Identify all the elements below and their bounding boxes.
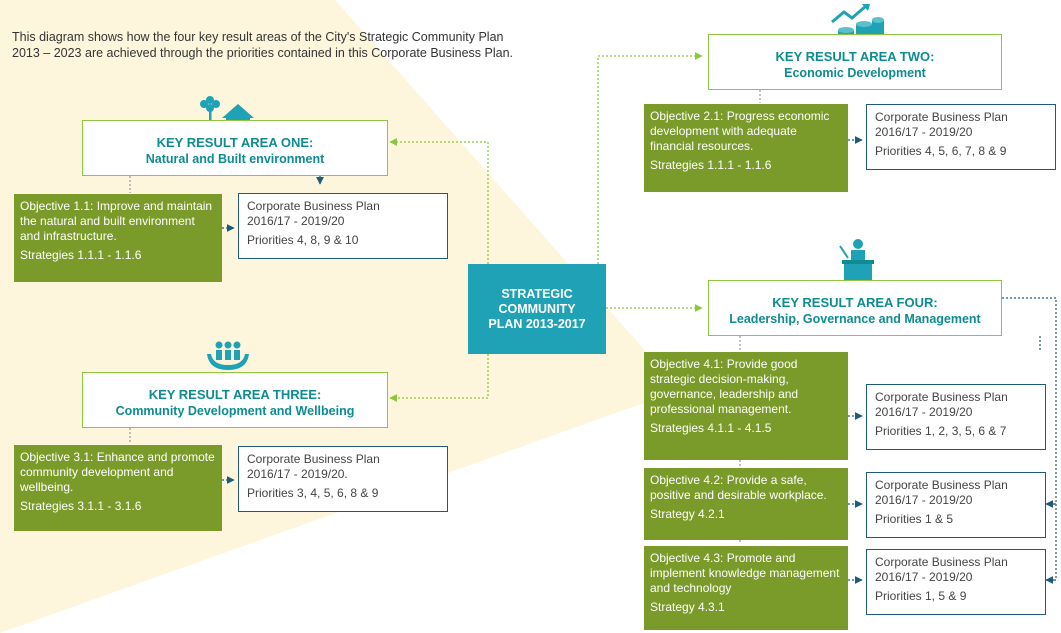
objective-text: Objective 4.2: Provide a safe, positive … — [650, 473, 827, 502]
objective-strategies: Strategies 4.1.1 - 4.1.5 — [650, 421, 772, 435]
connector-kra4-right — [1002, 297, 1057, 580]
strategic-community-plan-box: STRATEGIC COMMUNITY PLAN 2013-2017 — [468, 264, 606, 354]
objective-strategies: Strategy 4.3.1 — [650, 600, 725, 614]
objective-strategies: Strategies 1.1.1 - 1.1.6 — [650, 158, 772, 172]
objective-strategies: Strategies 1.1.1 - 1.1.6 — [20, 248, 142, 262]
objective-text: Objective 2.1: Progress economic develop… — [650, 109, 830, 153]
cbp-years: 2016/17 - 2019/20 — [875, 570, 973, 584]
cbp-title: Corporate Business Plan — [875, 555, 1008, 569]
center-line2: COMMUNITY — [498, 301, 576, 316]
cbp-years: 2016/17 - 2019/20 — [875, 405, 973, 419]
cbp-years: 2016/17 - 2019/20 — [875, 493, 973, 507]
objective-strategies: Strategy 4.2.1 — [650, 507, 725, 521]
kra2-cbp: Corporate Business Plan 2016/17 - 2019/2… — [866, 104, 1056, 170]
people-in-hands-icon — [207, 341, 249, 370]
objective-text: Objective 1.1: Improve and maintain the … — [20, 199, 213, 243]
cbp-title: Corporate Business Plan — [875, 110, 1008, 124]
cbp-priorities: Priorities 1, 5 & 9 — [875, 589, 967, 603]
kra1-title: KEY RESULT AREA ONE: — [156, 135, 314, 150]
cbp-years: 2016/17 - 2019/20 — [875, 125, 973, 139]
kra4-objective-2: Objective 4.2: Provide a safe, positive … — [644, 468, 848, 540]
intro-text: This diagram shows how the four key resu… — [12, 30, 514, 60]
center-line3: PLAN 2013-2017 — [488, 316, 586, 331]
kra3-cbp: Corporate Business Plan 2016/17 - 2019/2… — [238, 446, 448, 512]
cbp-years: 2016/17 - 2019/20. — [247, 467, 348, 481]
cbp-title: Corporate Business Plan — [247, 199, 380, 213]
kra3-objective: Objective 3.1: Enhance and promote commu… — [14, 445, 222, 531]
cbp-title: Corporate Business Plan — [247, 452, 380, 466]
kra2-box: KEY RESULT AREA TWO: Economic Developmen… — [708, 34, 1002, 90]
cbp-priorities: Priorities 1, 2, 3, 5, 6 & 7 — [875, 424, 1007, 438]
kra2-subtitle: Economic Development — [784, 66, 926, 80]
cbp-title: Corporate Business Plan — [875, 390, 1008, 404]
objective-text: Objective 4.1: Provide good strategic de… — [650, 357, 799, 416]
kra4-title: KEY RESULT AREA FOUR: — [772, 295, 938, 310]
objective-text: Objective 3.1: Enhance and promote commu… — [20, 450, 215, 494]
kra4-subtitle: Leadership, Governance and Management — [729, 312, 981, 326]
cbp-priorities: Priorities 4, 8, 9 & 10 — [247, 233, 359, 247]
cbp-priorities: Priorities 3, 4, 5, 6, 8 & 9 — [247, 486, 379, 500]
kra1-objective: Objective 1.1: Improve and maintain the … — [14, 194, 222, 282]
objective-strategies: Strategies 3.1.1 - 3.1.6 — [20, 499, 142, 513]
kra3-box: KEY RESULT AREA THREE: Community Develop… — [82, 372, 388, 428]
kra1-box: KEY RESULT AREA ONE: Natural and Built e… — [82, 120, 388, 176]
kra2-title: KEY RESULT AREA TWO: — [775, 49, 935, 64]
kra4-box: KEY RESULT AREA FOUR: Leadership, Govern… — [708, 280, 1002, 336]
kra4-cbp-3: Corporate Business Plan 2016/17 - 2019/2… — [866, 549, 1046, 615]
kra3-subtitle: Community Development and Wellbeing — [115, 404, 355, 418]
cbp-priorities: Priorities 1 & 5 — [875, 512, 954, 526]
kra1-subtitle: Natural and Built environment — [145, 152, 325, 166]
cbp-priorities: Priorities 4, 5, 6, 7, 8 & 9 — [875, 144, 1007, 158]
kra4-objective-1: Objective 4.1: Provide good strategic de… — [644, 352, 848, 460]
kra4-objective-3: Objective 4.3: Promote and implement kno… — [644, 546, 848, 630]
speaker-podium-icon — [839, 239, 874, 282]
connector-center-kra3 — [389, 354, 489, 402]
kra3-title: KEY RESULT AREA THREE: — [148, 387, 322, 402]
connector-center-kra2 — [597, 52, 703, 264]
objective-text: Objective 4.3: Promote and implement kno… — [650, 551, 840, 595]
kra1-cbp: Corporate Business Plan 2016/17 - 2019/2… — [238, 193, 448, 259]
kra4-cbp-2: Corporate Business Plan 2016/17 - 2019/2… — [866, 472, 1046, 538]
cbp-years: 2016/17 - 2019/20 — [247, 214, 345, 228]
connector-center-kra1 — [389, 138, 489, 264]
center-line1: STRATEGIC — [501, 286, 573, 301]
kra4-cbp-1: Corporate Business Plan 2016/17 - 2019/2… — [866, 384, 1046, 450]
kra2-objective: Objective 2.1: Progress economic develop… — [644, 104, 848, 192]
cbp-title: Corporate Business Plan — [875, 478, 1008, 492]
